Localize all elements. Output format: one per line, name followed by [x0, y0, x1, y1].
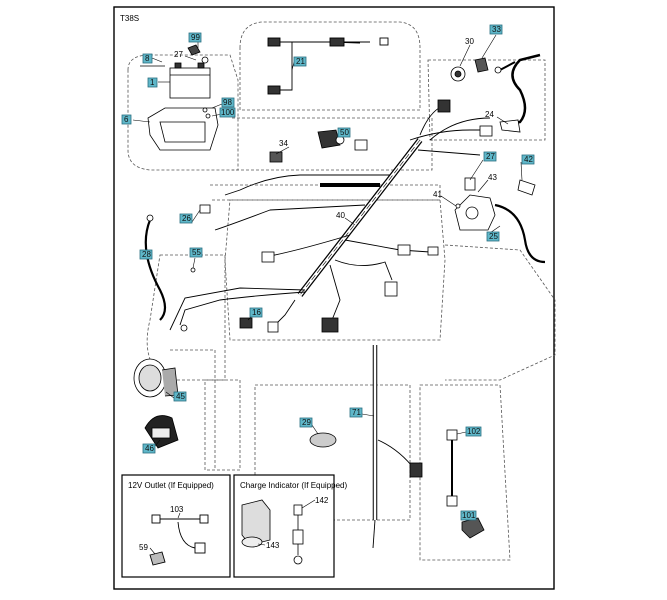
main-wire-harness [169, 99, 493, 333]
svg-text:27: 27 [174, 50, 183, 59]
svg-text:34: 34 [279, 139, 288, 148]
callout-103: 103 [170, 505, 184, 514]
inset-charge-indicator [233, 474, 335, 578]
callout-143: 143 [266, 541, 280, 550]
hour-meter [133, 358, 179, 398]
callout-16: 16 [249, 307, 263, 318]
callout-21: 21 [293, 56, 307, 67]
inset-charge-indicator-title: Charge Indicator (If Equipped) [240, 481, 348, 490]
callout-34: 34 [279, 139, 288, 148]
svg-text:28: 28 [142, 250, 151, 259]
svg-text:41: 41 [433, 190, 442, 199]
switch-29 [309, 432, 337, 448]
svg-text:102: 102 [467, 427, 481, 436]
svg-text:98: 98 [223, 98, 232, 107]
svg-text:55: 55 [192, 248, 201, 257]
svg-text:99: 99 [191, 33, 200, 42]
starter-solenoid [454, 177, 546, 264]
svg-text:25: 25 [489, 232, 498, 241]
callout-33: 33 [489, 24, 503, 35]
callout-45: 45 [173, 391, 187, 402]
callout-25: 25 [486, 231, 500, 242]
battery [169, 67, 211, 99]
switch-16 [239, 317, 253, 329]
ground-cable [144, 214, 196, 332]
svg-text:50: 50 [340, 128, 349, 137]
callout-55: 55 [189, 247, 203, 258]
callout-27-right: 27 [483, 151, 497, 162]
svg-text:100: 100 [221, 108, 235, 117]
svg-text:143: 143 [266, 541, 280, 550]
callout-46: 46 [142, 443, 156, 454]
module [317, 129, 341, 149]
svg-text:46: 46 [145, 444, 154, 453]
battery-group [140, 44, 219, 151]
callout-labels: 99 27 8 1 98 100 6 21 30 33 24 34 50 27 … [121, 24, 535, 552]
small-components [239, 129, 485, 539]
svg-text:71: 71 [352, 408, 361, 417]
charge-indicator-parts [241, 499, 304, 565]
callout-102: 102 [465, 426, 482, 437]
outlet-harness [149, 514, 209, 566]
chassis-outline [127, 21, 556, 561]
svg-text:30: 30 [465, 37, 474, 46]
callout-99: 99 [188, 32, 202, 43]
svg-text:142: 142 [315, 496, 329, 505]
hour-meter-bezel [144, 415, 179, 449]
svg-text:16: 16 [252, 308, 261, 317]
headlight-harness [267, 37, 389, 95]
callout-42: 42 [521, 154, 535, 165]
relay [269, 151, 283, 163]
callout-26: 26 [179, 213, 193, 224]
callout-98: 98 [221, 97, 235, 108]
svg-text:101: 101 [462, 511, 476, 520]
callout-1: 1 [147, 77, 158, 88]
svg-text:45: 45 [176, 392, 185, 401]
diagram-code: T38S [120, 14, 139, 23]
callout-142: 142 [315, 496, 329, 505]
svg-text:42: 42 [524, 155, 533, 164]
callout-30: 30 [465, 37, 474, 46]
svg-text:6: 6 [124, 115, 129, 124]
svg-text:8: 8 [145, 54, 150, 63]
callout-59: 59 [139, 543, 148, 552]
inset-12v-outlet [121, 474, 231, 578]
callout-50: 50 [337, 127, 351, 138]
svg-text:29: 29 [302, 418, 311, 427]
callout-28: 28 [139, 249, 153, 260]
callout-43: 43 [488, 173, 497, 182]
callout-8: 8 [142, 53, 153, 64]
svg-text:59: 59 [139, 543, 148, 552]
callout-100: 100 [219, 107, 236, 118]
callout-40: 40 [336, 211, 345, 220]
svg-text:1: 1 [150, 78, 155, 87]
callout-27: 27 [174, 50, 183, 59]
svg-text:27: 27 [486, 152, 495, 161]
svg-text:21: 21 [296, 57, 305, 66]
callout-24: 24 [485, 110, 494, 119]
callout-41: 41 [433, 190, 442, 199]
svg-text:103: 103 [170, 505, 184, 514]
svg-text:40: 40 [336, 211, 345, 220]
callout-101: 101 [460, 510, 477, 521]
svg-text:33: 33 [492, 25, 501, 34]
svg-text:24: 24 [485, 110, 494, 119]
svg-text:26: 26 [182, 214, 191, 223]
callout-6: 6 [121, 114, 132, 125]
battery-cable [494, 53, 541, 133]
lower-harness [372, 345, 458, 549]
callout-29: 29 [299, 417, 313, 428]
ignition-switch [450, 57, 489, 82]
svg-text:43: 43 [488, 173, 497, 182]
inset-12v-outlet-title: 12V Outlet (If Equipped) [128, 481, 214, 490]
callout-71: 71 [349, 407, 363, 418]
